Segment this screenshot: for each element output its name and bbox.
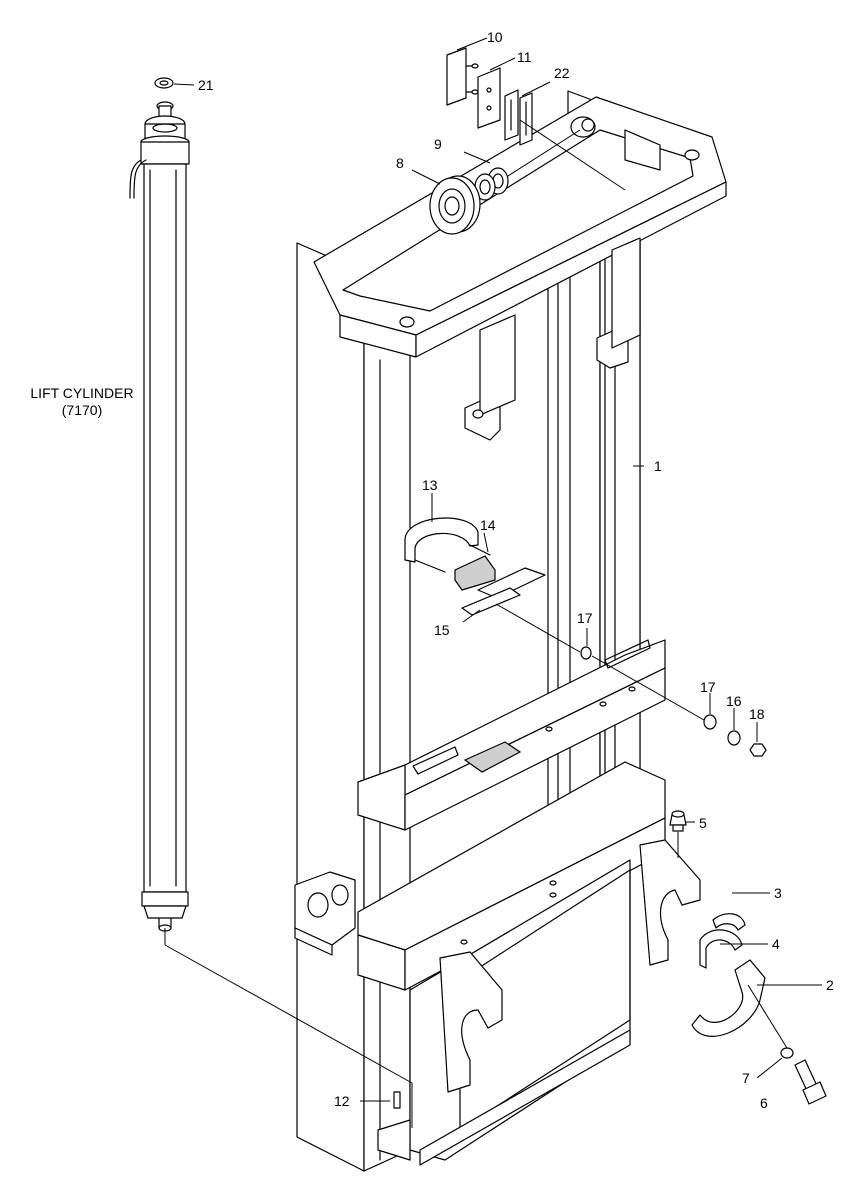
washer-17a[interactable]	[580, 646, 592, 660]
lift-cylinder-code: (7170)	[62, 402, 102, 418]
bearing-8[interactable]	[429, 175, 481, 235]
clamp-cap-2[interactable]	[691, 959, 766, 1037]
callout-21: 21	[198, 77, 214, 93]
washer-17b[interactable]	[703, 714, 717, 730]
callout-2: 2	[826, 977, 834, 993]
nut-18[interactable]	[749, 743, 767, 757]
callout-11: 11	[517, 49, 532, 65]
callout-6: 6	[760, 1095, 768, 1111]
callout-12: 12	[334, 1093, 350, 1109]
clamp-13[interactable]	[404, 517, 491, 573]
grease-fitting-5[interactable]	[669, 810, 687, 832]
pad-14[interactable]	[454, 555, 496, 591]
plate-15[interactable]	[461, 567, 546, 616]
callout-14: 14	[480, 517, 496, 533]
bushing-4[interactable]	[699, 929, 743, 969]
callout-16: 16	[726, 693, 742, 709]
mast-lower-carriage[interactable]	[294, 761, 701, 1166]
callout-1: 1	[654, 458, 662, 474]
bolt-6[interactable]	[794, 1059, 827, 1105]
mast-top-crosshead[interactable]	[313, 96, 727, 441]
pin-12[interactable]	[393, 1091, 401, 1109]
callout-7: 7	[742, 1070, 750, 1086]
callout-13: 13	[422, 477, 438, 493]
callout-3: 3	[774, 885, 782, 901]
plate-10[interactable]	[446, 47, 479, 106]
lift-cylinder-title: LIFT CYLINDER	[30, 385, 133, 401]
callout-17a: 17	[577, 610, 593, 626]
callout-17b: 17	[700, 679, 716, 695]
callout-22: 22	[554, 65, 570, 81]
callout-4: 4	[772, 936, 780, 952]
leader-lines	[164, 37, 822, 1128]
shim-22[interactable]	[504, 89, 533, 146]
lift-cylinder[interactable]	[129, 101, 190, 932]
callout-10: 10	[487, 29, 503, 45]
callout-5: 5	[699, 815, 707, 831]
shim-11[interactable]	[477, 67, 501, 129]
mast-middle-crossbar[interactable]	[357, 639, 666, 831]
callout-15: 15	[434, 622, 450, 638]
washer-21[interactable]	[154, 77, 174, 89]
callout-18: 18	[749, 706, 765, 722]
bearing-cap-3[interactable]	[712, 913, 746, 931]
washer-7[interactable]	[780, 1047, 794, 1059]
callout-8: 8	[396, 155, 404, 171]
washer-16[interactable]	[727, 730, 741, 746]
callout-9: 9	[434, 136, 442, 152]
